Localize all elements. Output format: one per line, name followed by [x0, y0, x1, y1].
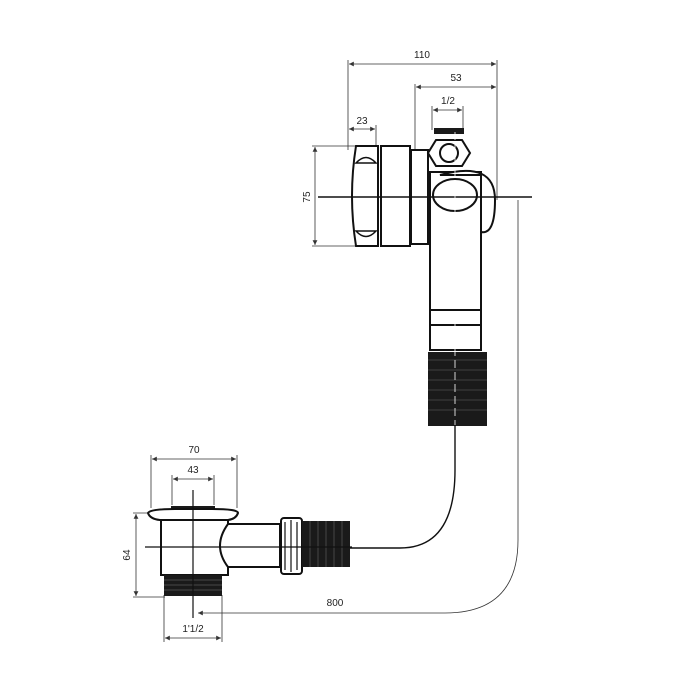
overflow-knob	[351, 145, 379, 247]
dim-hose-length: 800	[327, 598, 344, 609]
dim-plug-diameter: 43	[187, 465, 199, 476]
dimension-lines-top	[312, 60, 498, 247]
dim-body-offset: 53	[450, 73, 462, 84]
flexible-hose	[350, 425, 456, 549]
inlet-nut	[426, 128, 472, 167]
dim-overall-width: 110	[414, 50, 430, 61]
overflow-assembly: 110 53 1/2 23 75	[302, 50, 532, 430]
dim-knob-diameter: 75	[302, 191, 313, 203]
waste-side-pipe	[219, 523, 281, 568]
dim-inlet-thread: 1/2	[441, 96, 455, 107]
waste-assembly: 70 43 64 1'1/2	[122, 445, 352, 642]
dim-flange-diameter: 70	[188, 445, 200, 456]
dim-knob-depth: 23	[356, 116, 368, 127]
dim-outlet-thread: 1'1/2	[182, 624, 204, 635]
overflow-ring	[380, 145, 411, 247]
dim-waste-height: 64	[122, 549, 133, 561]
hose-connector-ribbed	[428, 352, 487, 426]
